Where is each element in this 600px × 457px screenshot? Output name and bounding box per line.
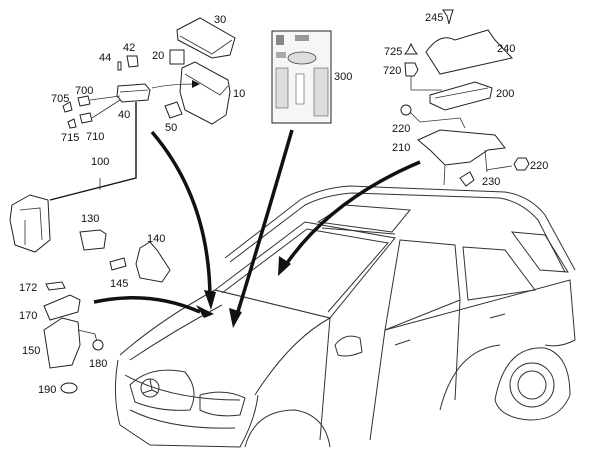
arrow-prefuse-to-car bbox=[93, 296, 201, 314]
label-140: 140 bbox=[147, 233, 165, 245]
label-20: 20 bbox=[152, 50, 164, 62]
label-300: 300 bbox=[334, 71, 352, 83]
bolt bbox=[459, 171, 475, 187]
label-50: 50 bbox=[165, 122, 177, 134]
connector-top bbox=[404, 62, 419, 77]
label-220-upper: 220 bbox=[392, 123, 410, 135]
label-240: 240 bbox=[497, 43, 515, 55]
label-145: 145 bbox=[110, 278, 128, 290]
vehicle-outline bbox=[114, 185, 576, 448]
label-705: 705 bbox=[51, 93, 69, 105]
label-130: 130 bbox=[81, 213, 99, 225]
clip-pin bbox=[442, 9, 454, 25]
arrow-module-to-interior bbox=[283, 160, 421, 267]
label-44: 44 bbox=[99, 52, 111, 64]
nut-lower bbox=[513, 157, 530, 171]
relay-block bbox=[79, 229, 107, 251]
label-210: 210 bbox=[392, 142, 410, 154]
mounting-bracket bbox=[417, 129, 506, 166]
fuse bbox=[117, 61, 122, 71]
label-720: 720 bbox=[383, 65, 401, 77]
label-190: 190 bbox=[38, 384, 56, 396]
label-40: 40 bbox=[118, 109, 130, 121]
label-200: 200 bbox=[496, 88, 514, 100]
terminal-upper bbox=[62, 101, 73, 113]
bracket bbox=[135, 241, 171, 283]
part-labels: 30 42 44 20 10 700 705 40 715 710 50 100… bbox=[19, 12, 548, 396]
module-cover bbox=[425, 29, 513, 75]
label-150: 150 bbox=[22, 345, 40, 357]
label-710: 710 bbox=[86, 131, 104, 143]
fuse-holder bbox=[43, 294, 81, 321]
label-230: 230 bbox=[482, 176, 500, 188]
arrow-fusebox-to-engine bbox=[150, 130, 212, 301]
control-module bbox=[429, 81, 493, 111]
arrow-label-to-hood bbox=[234, 129, 294, 319]
label-30: 30 bbox=[214, 14, 226, 26]
connector-upper bbox=[77, 95, 91, 107]
terminal-top bbox=[404, 42, 418, 55]
screw bbox=[109, 257, 127, 271]
grommet bbox=[60, 382, 78, 394]
label-172: 172 bbox=[19, 282, 37, 294]
label-700: 700 bbox=[75, 85, 93, 97]
label-170: 170 bbox=[19, 310, 37, 322]
label-10: 10 bbox=[233, 88, 245, 100]
label-715: 715 bbox=[61, 132, 79, 144]
grommet-nut bbox=[92, 339, 104, 351]
label-725: 725 bbox=[384, 46, 402, 58]
terminal-lower bbox=[67, 118, 77, 129]
fuse-strip bbox=[164, 101, 183, 119]
connector-lower bbox=[79, 112, 93, 124]
label-220-lower: 220 bbox=[530, 160, 548, 172]
relay-small bbox=[169, 49, 185, 65]
pre-fuse-box bbox=[43, 317, 81, 369]
fuse-cover-small bbox=[45, 281, 66, 291]
fuse-box-cover bbox=[176, 17, 236, 59]
label-245: 245 bbox=[425, 12, 443, 24]
harness-connector bbox=[9, 194, 51, 253]
relay-module bbox=[116, 83, 151, 103]
label-180: 180 bbox=[89, 358, 107, 370]
label-42: 42 bbox=[123, 42, 135, 54]
fuse-box-housing bbox=[179, 61, 231, 125]
wiring-harness-100 bbox=[49, 102, 137, 201]
nut-upper bbox=[400, 104, 412, 116]
label-100: 100 bbox=[91, 156, 109, 168]
relay bbox=[126, 55, 139, 68]
fuse-chart-label bbox=[271, 30, 332, 124]
